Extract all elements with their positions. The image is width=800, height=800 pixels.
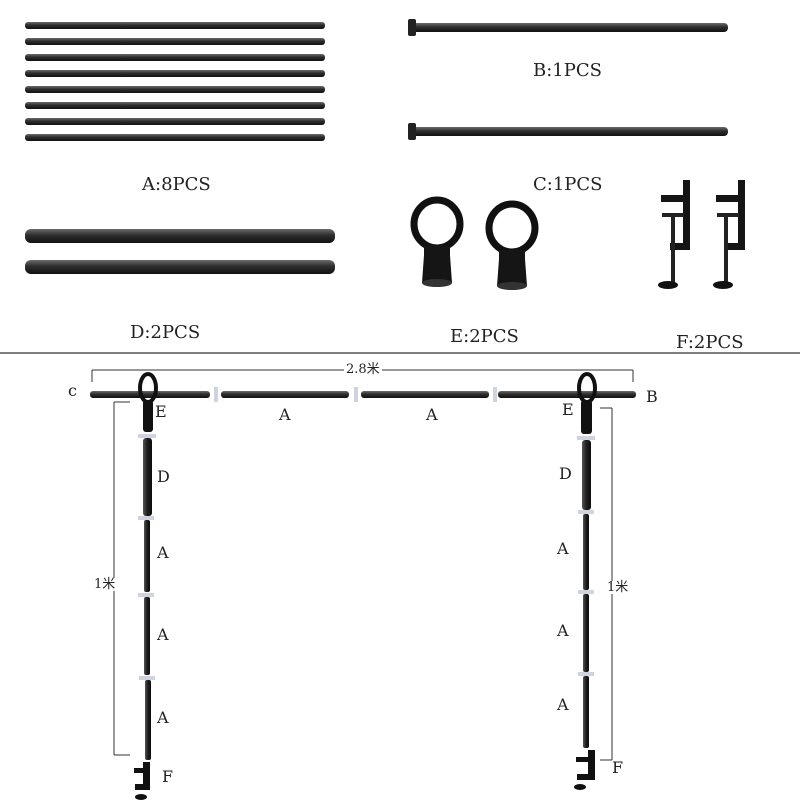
right-height-label: 1米 — [606, 580, 630, 595]
top-mid-label-1: A — [279, 405, 291, 424]
right-column-label-a3: A — [557, 695, 569, 714]
part-d-label: D:2PCS — [130, 322, 201, 343]
part-e-ring-2 — [485, 200, 539, 290]
left-column-label-a3: A — [157, 708, 169, 727]
top-left-end-label: c — [68, 381, 77, 400]
left-column-label-a1: A — [157, 543, 169, 562]
left-column-label-f: F — [162, 767, 174, 786]
assembly-top-bar — [90, 391, 636, 398]
right-column-label-d: D — [559, 464, 572, 483]
top-right-end-label: B — [646, 387, 658, 406]
part-e-ring-1 — [410, 196, 464, 287]
part-c-label: C:1PCS — [533, 174, 603, 195]
part-b-label: B:1PCS — [533, 60, 602, 81]
top-mid-label-2: A — [426, 405, 438, 424]
part-f-clamp-2 — [713, 180, 745, 289]
part-b-pole — [408, 19, 728, 36]
part-a-label: A:8PCS — [142, 174, 211, 195]
right-column-label-a1: A — [557, 539, 569, 558]
width-dimension-label: 2.8米 — [344, 362, 382, 377]
part-a-poles — [25, 22, 325, 141]
left-column-label-d: D — [157, 467, 170, 486]
right-column-label-f: F — [612, 758, 624, 777]
part-f-clamp-1 — [658, 180, 690, 289]
right-column-label-e: E — [562, 400, 574, 419]
part-d-poles — [25, 229, 335, 274]
assembly-right-column — [574, 372, 597, 790]
top-bar-joints — [214, 387, 497, 402]
left-column-label-e: E — [155, 402, 167, 421]
right-column-label-a2: A — [557, 621, 569, 640]
left-height-dimension — [113, 401, 130, 756]
part-c-pole — [408, 123, 728, 140]
left-column-label-a2: A — [157, 625, 169, 644]
left-height-label: 1米 — [93, 577, 117, 592]
assembly-left-column — [134, 372, 158, 800]
part-e-label: E:2PCS — [450, 326, 519, 347]
part-f-label: F:2PCS — [676, 332, 744, 353]
